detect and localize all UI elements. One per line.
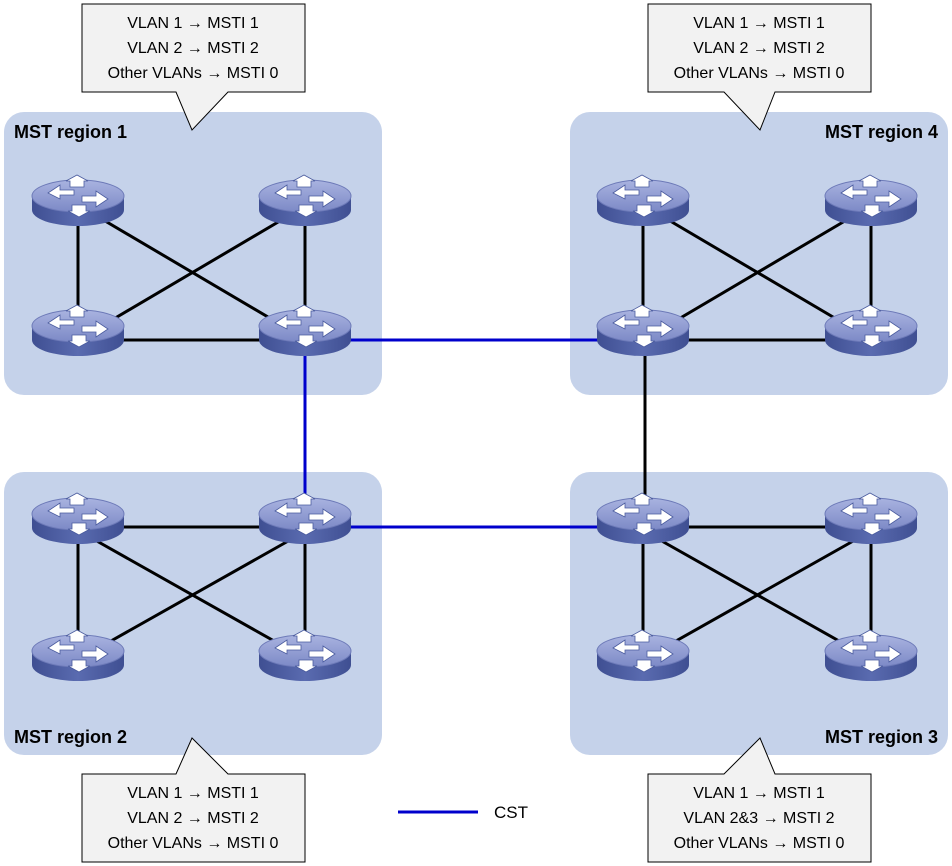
legend-cst-label: CST xyxy=(494,803,528,822)
legend: CST xyxy=(398,803,528,822)
callout-region-4: VLAN 1 → MSTI 1 VLAN 2 → MSTI 2 Other VL… xyxy=(647,3,872,131)
cst-links xyxy=(303,338,620,529)
region-4-label: MST region 4 xyxy=(825,122,938,142)
callout-region-3: VLAN 1 → MSTI 1 VLAN 2&3 → MSTI 2 Other … xyxy=(647,737,872,863)
link xyxy=(94,213,291,332)
callout-region-1: VLAN 1 → MSTI 1 VLAN 2 → MSTI 2 Other VL… xyxy=(81,3,306,131)
callout-line: VLAN 2 → MSTI 2 xyxy=(127,40,259,57)
link xyxy=(94,538,291,652)
callout-line: VLAN 1 → MSTI 1 xyxy=(693,785,825,802)
callout-line: Other VLANs → MSTI 0 xyxy=(674,835,845,852)
callout-region-2: VLAN 1 → MSTI 1 VLAN 2 → MSTI 2 Other VL… xyxy=(81,737,306,863)
callout-line: VLAN 1 → MSTI 1 xyxy=(127,15,259,32)
callout-line: VLAN 1 → MSTI 1 xyxy=(127,785,259,802)
callout-line: Other VLANs → MSTI 0 xyxy=(108,835,279,852)
callout-line: VLAN 2 → MSTI 2 xyxy=(693,40,825,57)
callout-line: Other VLANs → MSTI 0 xyxy=(674,65,845,82)
region-1-label: MST region 1 xyxy=(14,122,127,142)
callout-line: VLAN 2&3 → MSTI 2 xyxy=(683,810,834,827)
link xyxy=(659,538,856,652)
callout-line: VLAN 1 → MSTI 1 xyxy=(693,15,825,32)
callout-line: Other VLANs → MSTI 0 xyxy=(108,65,279,82)
link xyxy=(659,213,856,332)
callout-line: VLAN 2 → MSTI 2 xyxy=(127,810,259,827)
region-3-label: MST region 3 xyxy=(825,727,938,747)
region-2-label: MST region 2 xyxy=(14,727,127,747)
